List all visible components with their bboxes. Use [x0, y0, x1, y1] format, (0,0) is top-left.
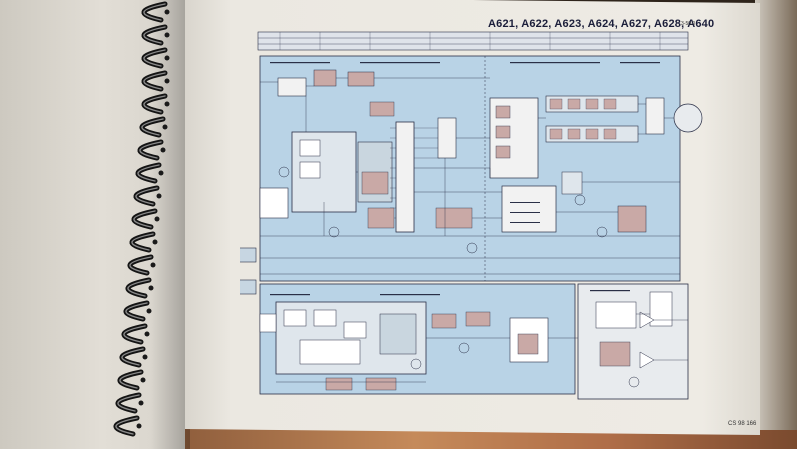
- circuit-schematic: [240, 31, 703, 400]
- spiral-binding: [113, 1, 170, 437]
- page-reference: 3-50.0: [681, 21, 696, 27]
- page-header-title: A621, A622, A623, A624, A627, A628, A640: [488, 18, 715, 30]
- footer-document-code: CS 98 166: [728, 421, 757, 427]
- binder-right-edge: [755, 0, 797, 430]
